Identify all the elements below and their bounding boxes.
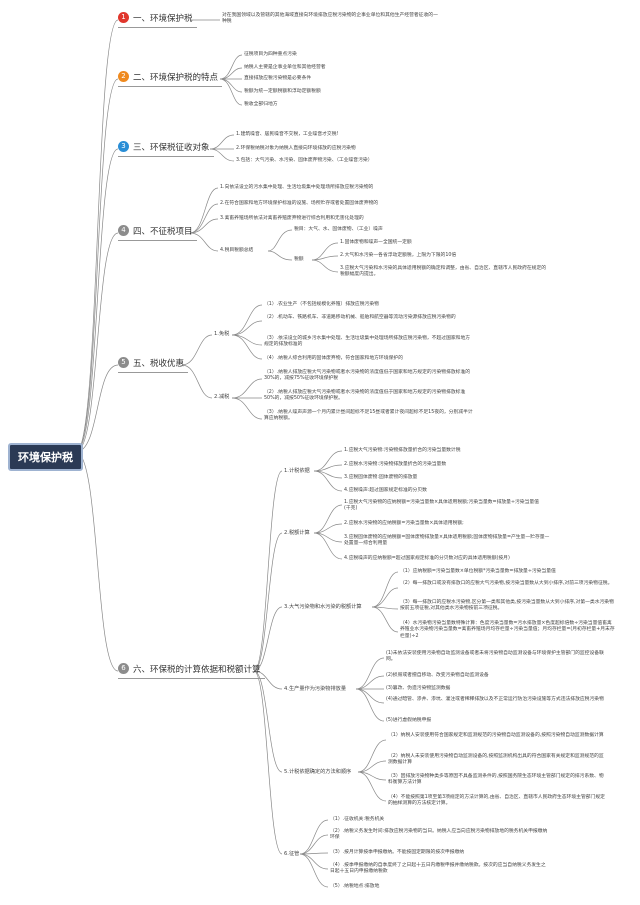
production-volume-item: (1)未依法安装使用污染物自动监测设备或者未将污染物自动监测设备与环境保护主管部… [386,651,604,663]
administration-item: （3）.按月计算按季申报缴纳。不能按固定期限的按次申报缴纳 [330,850,465,855]
topic-label: 四、不征税项目 [133,227,193,237]
production-volume-item: (3)篡改、伪造污染物监测数据 [386,686,451,691]
administration-item: （5）.纳税地点:排放地 [330,884,380,889]
number-badge-icon: 5 [118,357,129,368]
feature-item: 税额为统一定额税额和浮动定额税额 [244,89,321,94]
number-badge-icon: 2 [118,71,129,82]
collection-object-item: 1.建筑噪音、居民噪音不交税，工业噪音才交税! [236,132,339,137]
tax-basis-label: 1.计税依据 [284,468,310,474]
root-topic: 环境保护税 [8,443,83,471]
reduction-item: （2）.纳税人排放应税大气污染物或者水污染物的浓度值低于国家和地方规定的污染物排… [264,390,466,402]
tax-calc-item: 2.应税水污染物的应纳税额=污染当量数×具体适用税额; [344,521,464,526]
exemption-item: （4）.纳税人综合利用的固体废弃物，符合国家和地方环境保护的 [264,356,403,361]
tax-basis-item: 4.应税噪声:超过国家规定标准的分贝数 [344,488,427,493]
tax-calc-item: 1.应税大气污染物的应纳税额=污染当量数×具体适用税额;污染当量数=排放量÷污染… [344,500,539,512]
feature-item: 税收全部归地方 [244,102,278,107]
tax-amount-item: 2.大气和水污染—各省浮动定额税，上限为下限的10倍 [340,253,457,258]
production-volume-item: (5)进行虚假纳税申报 [386,718,432,723]
non-taxable-item: 1.向依法设立的污水集中处理、生活垃圾集中处理场所排放应税污染物的 [220,185,374,190]
topic-label: 二、环境保护税的特点 [133,73,219,83]
production-volume-label: 4.生产量作为污染物排放量 [284,686,347,692]
air-water-calc-item: （2）每一排放口或没有排放口的应税大气污染物,按污染当量数从大到小排序,对前三项… [400,581,613,586]
collection-object-item: 2.环保税纳税对象为纳税人直接向环境排放的应税污染物 [236,146,356,151]
production-volume-item: (4)通过暗管、渗井、渗坑、灌注或者稀释排放以及不正常运行防治污染设施等方式违法… [386,697,604,702]
tax-basis-item: 3.应税固体废物:固体废物的排放量 [344,475,418,480]
tax-amount-label: 税额 [294,257,304,262]
feature-item: 直接排放应税污染物是必要条件 [244,76,312,81]
tax-amount-item: 1.固体废物和噪声—全国统一定额 [340,240,412,245]
production-volume-item: (2)损毁或者擅自移动、改变污染物自动监测设备 [386,673,489,678]
basis-method-item: （3）因排放污染物种类多等原因不具备监测条件的,按照国务院生态环境主管部门规定的… [388,774,604,786]
reduction-item: （3）.纳税人噪声声源一个月内累计昼间超标不足15昼或者累计夜间超标不足15夜的… [264,410,473,422]
basis-method-item: （1）纳税人安装使用符合国家规定和监测规范的污染物自动监测设备的,按照污染物自动… [388,733,604,738]
tax-basis-item: 1.应税大气污染物:污染物排放量折合的污染当量数计税 [344,448,461,453]
feature-item: 征税项目为四种重点污染 [244,52,297,57]
feature-item: 纳税人主要是企事业单位和其他经营者 [244,65,326,70]
exemption-label: 1.免税 [214,331,230,337]
tax-basis-item: 2.应税水污染物:污染物排放量折合的污染当量数 [344,462,447,467]
non-taxable-item: 2.在符合国家和地方环境保护标准的设施、场所贮存或者处置固体废弃物的 [220,201,379,206]
number-badge-icon: 1 [118,12,129,23]
basis-method-item: （2）纳税人未安装使用污染物自动监测设备的,按照监测机构出具的符合国家有关规定和… [388,754,604,766]
basis-method-label: 5.计税依据确定的方法和顺序 [284,769,352,775]
topic-1: 1 一、环境保护税 [118,12,197,28]
exemption-item: （1）.农业生产（不包括规模化养殖）排放应税污染物 [264,302,379,307]
topic-6: 6 六、环保税的计算依据和税额计算 [118,663,265,679]
topic-1-definition: 对在我国领域以及管辖的其他海域直接向环境排放应税污染物的企事业单位和其他生产经营… [222,13,438,25]
topic-5: 5 五、税收优惠 [118,357,189,373]
non-taxable-item: 3.禽畜养殖场所依法对禽畜养殖废弃物进行综合利用和无害化处理的 [220,216,364,221]
topic-4: 4 四、不征税项目 [118,225,197,241]
number-badge-icon: 3 [118,141,129,152]
topic-label: 三、环保税征收对象 [133,143,210,153]
reduction-item: （1）.纳税人排放应税大气污染物或者水污染物的浓度值低于国家和地方规定的污染物排… [264,370,471,382]
air-water-calc-item: （1）应纳税额=污染当量数×单位税额*污染当量数=排放量÷污染当量值 [400,569,556,574]
exemption-item: （3）.依法设立的城乡污水集中处理、生活垃圾集中处理场所排放应税污染物，不超过国… [264,336,471,348]
exemption-item: （2）.机动车、铁路机车、非道路移动机械、船舶和航空器等流动污染源排放应税污染物… [264,315,456,320]
administration-item: （1）.征收机关:税务机关 [330,817,385,822]
topic-label: 六、环保税的计算依据和税额计算 [133,665,261,675]
administration-item: （4）.按季申报缴纳的自季度终了之日起十五日内缴税申报并缴纳税款。按次的应当自纳… [330,863,546,875]
tax-items-note: 税目：大气、水、固体废物、（工业）噪声 [294,227,383,232]
tax-calc-label: 2.税额计算 [284,530,310,536]
reduction-label: 2.减税 [214,394,230,400]
topic-2: 2 二、环境保护税的特点 [118,71,223,87]
administration-label: 6.征管 [284,851,300,857]
number-badge-icon: 6 [118,663,129,674]
number-badge-icon: 4 [118,225,129,236]
tax-amount-item: 3.应税大气污染和水污染的具体适用税额的确定和调整，由省、自治区、直辖市人民政府… [340,266,547,278]
topic-3: 3 三、环保税征收对象 [118,141,214,157]
basis-method-item: （4）不能按照第1项至第3项规定的方法计算的,由省、自治区、直辖市人民政府生态环… [388,795,605,807]
administration-item: （2）.纳税义务发生时间:排放应税污染物的当日。纳税人应当向应税污染物排放地的税… [330,829,548,841]
collection-object-item: 3.包括：大气污染、水污染、固体废弃物污染、（工业噪音污染） [236,158,373,163]
air-water-calc-label: 3.大气污染物和水污染的税额计算 [284,604,362,610]
air-water-calc-item: （4）水污染物污染当量数特殊计算：色度污染当量数=污水排放量×色度超标倍数÷污染… [400,621,615,639]
air-water-calc-item: （3）每一排放口的应税水污染物,区分第一类和其他类,按污染当量数从大到小排序,对… [400,600,614,612]
topic-label: 一、环境保护税 [133,14,193,24]
tax-calc-item: 4.应税噪声的应纳税额=超过国家规定标准的分贝数对应的具体适用税额(按月) [344,556,510,561]
tax-calc-item: 3.应税固体废物的应纳税额=固体废物排放量×具体适用税额;固体废物排放量=产生量… [344,535,550,547]
topic-label: 五、税收优惠 [133,359,185,369]
tax-summary-label: 4.税目税额总结 [220,248,254,253]
